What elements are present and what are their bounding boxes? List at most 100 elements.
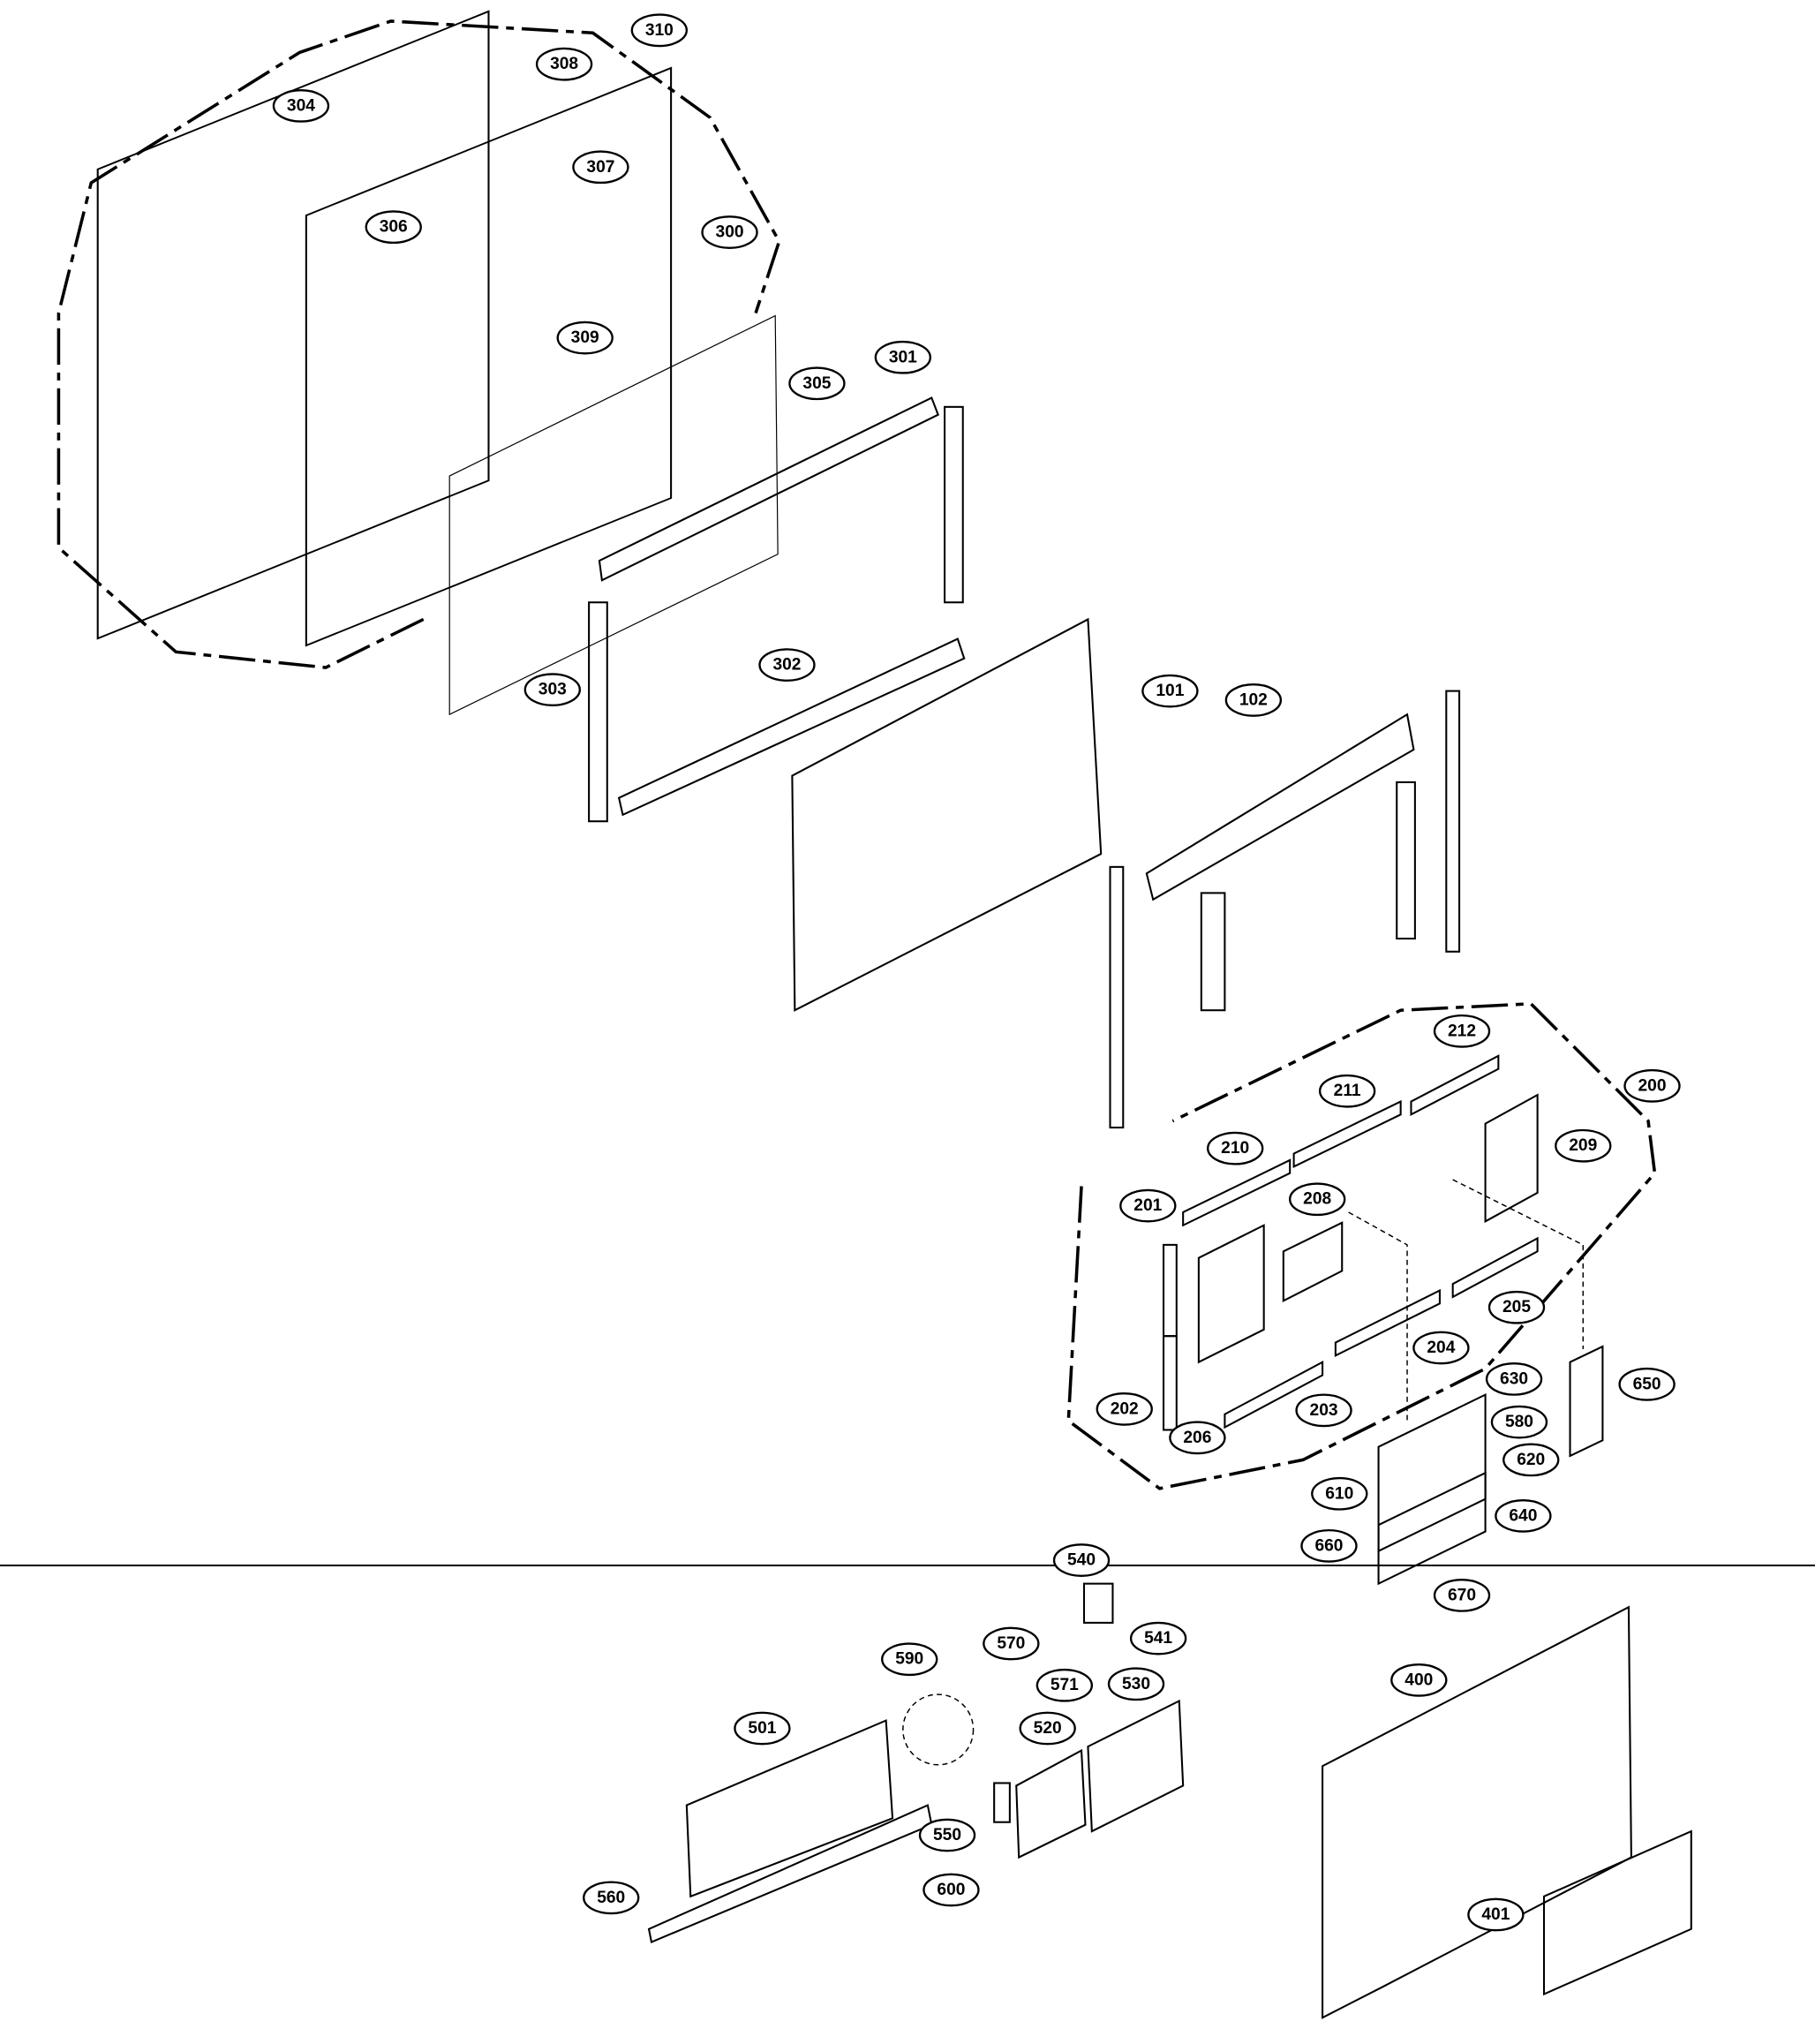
callout-301: 301 — [874, 340, 932, 374]
callout-bubble — [1495, 1498, 1552, 1533]
callout-bubble — [1467, 1897, 1525, 1932]
callout-205: 205 — [1487, 1290, 1546, 1324]
callout-bubble — [1295, 1393, 1352, 1428]
callout-bubble — [1107, 1667, 1165, 1701]
side-bracket-303 — [588, 601, 608, 823]
callout-309: 309 — [556, 321, 614, 355]
callout-text: 203 — [1310, 1401, 1338, 1420]
callout-570: 570 — [983, 1626, 1040, 1661]
callout-text: 208 — [1303, 1190, 1331, 1209]
callout-102: 102 — [1224, 683, 1283, 717]
callout-bubble — [788, 366, 846, 401]
callout-text: 400 — [1405, 1671, 1433, 1689]
callout-560: 560 — [583, 1881, 640, 1915]
board-202 — [1162, 1335, 1178, 1431]
callout-text: 580 — [1505, 1413, 1533, 1431]
callout-300: 300 — [701, 215, 758, 249]
callout-bubble — [983, 1626, 1040, 1661]
callout-text: 305 — [802, 374, 831, 393]
bracket-501 — [685, 1719, 894, 1898]
callout-text: 640 — [1509, 1506, 1537, 1525]
chassis — [791, 617, 1103, 1012]
callout-text: 307 — [586, 158, 614, 177]
callout-bubble — [734, 1711, 791, 1746]
board-assembly-200 — [1066, 1002, 1657, 1490]
callout-bubble — [1207, 1131, 1264, 1165]
callout-text: 560 — [597, 1889, 625, 1907]
callout-text: 102 — [1239, 690, 1268, 709]
callout-305: 305 — [788, 366, 846, 401]
callout-text: 571 — [1051, 1676, 1079, 1694]
callout-text: 209 — [1569, 1136, 1597, 1155]
board-211 — [1292, 1099, 1402, 1168]
bracket — [1109, 865, 1125, 1129]
callout-501: 501 — [734, 1711, 791, 1746]
callout-text: 101 — [1156, 682, 1184, 700]
bracket — [1445, 690, 1461, 953]
callout-bubble — [1169, 1421, 1226, 1455]
callout-303: 303 — [523, 673, 581, 707]
callout-211: 211 — [1318, 1074, 1376, 1108]
callout-text: 660 — [1314, 1536, 1343, 1555]
callout-bubble — [556, 321, 614, 355]
callout-bubble — [523, 673, 581, 707]
callout-307: 307 — [572, 150, 629, 185]
board-580 — [1377, 1392, 1487, 1553]
board-201 — [1162, 1243, 1178, 1338]
callout-bubble — [630, 13, 689, 48]
callout-text: 540 — [1067, 1551, 1096, 1570]
callout-text: 620 — [1517, 1451, 1545, 1469]
callout-bubble — [1119, 1188, 1177, 1223]
callout-302: 302 — [758, 648, 816, 682]
callout-bubble — [1555, 1128, 1612, 1163]
callout-text: 303 — [538, 681, 567, 699]
callout-210: 210 — [1207, 1131, 1264, 1165]
callout-bubble — [1019, 1711, 1076, 1746]
callout-text: 202 — [1111, 1399, 1139, 1418]
callout-bubble — [874, 340, 932, 374]
callout-text: 205 — [1502, 1298, 1531, 1316]
callout-text: 302 — [772, 656, 801, 675]
callout-208: 208 — [1289, 1182, 1346, 1217]
callout-209: 209 — [1555, 1128, 1612, 1163]
callout-text: 200 — [1638, 1076, 1667, 1095]
callout-bubble — [1433, 1014, 1491, 1048]
callout-bubble — [1485, 1362, 1543, 1396]
callout-bubble — [535, 47, 593, 81]
dashed-guide — [1348, 1179, 1585, 1422]
speaker-bar — [1145, 713, 1415, 901]
callout-bubble — [758, 648, 816, 682]
callout-bubble — [1096, 1392, 1153, 1426]
callout-bubble — [1433, 1579, 1491, 1612]
callout-bubble — [1129, 1621, 1187, 1656]
callout-bubble — [1412, 1331, 1470, 1365]
callout-bubble — [1390, 1663, 1448, 1697]
callout-530: 530 — [1107, 1667, 1165, 1701]
callout-text: 670 — [1448, 1586, 1476, 1604]
callout-text: 630 — [1500, 1369, 1528, 1388]
callout-bubble — [1300, 1528, 1358, 1563]
vent-cover-401 — [1542, 1829, 1692, 1996]
board-209 — [1484, 1093, 1539, 1224]
callout-text: 650 — [1633, 1375, 1661, 1393]
callout-202: 202 — [1096, 1392, 1153, 1426]
callout-400: 400 — [1390, 1663, 1448, 1697]
callout-660: 660 — [1300, 1528, 1358, 1563]
callout-620: 620 — [1502, 1443, 1560, 1477]
callout-bubble — [1487, 1290, 1546, 1324]
callout-550: 550 — [918, 1818, 976, 1852]
callout-bubble — [583, 1881, 640, 1915]
board-550 — [993, 1782, 1011, 1823]
callout-bubble — [272, 89, 330, 123]
callout-bubble — [923, 1873, 980, 1907]
callout-text: 401 — [1481, 1905, 1510, 1924]
bracket — [1200, 892, 1226, 1012]
callout-306: 306 — [365, 210, 422, 245]
callout-text: 520 — [1034, 1719, 1062, 1738]
callout-text: 610 — [1325, 1484, 1353, 1503]
callout-text: 310 — [645, 21, 674, 40]
callout-bubble — [1052, 1543, 1111, 1577]
callout-310: 310 — [630, 13, 689, 48]
callout-text: 570 — [997, 1634, 1025, 1653]
